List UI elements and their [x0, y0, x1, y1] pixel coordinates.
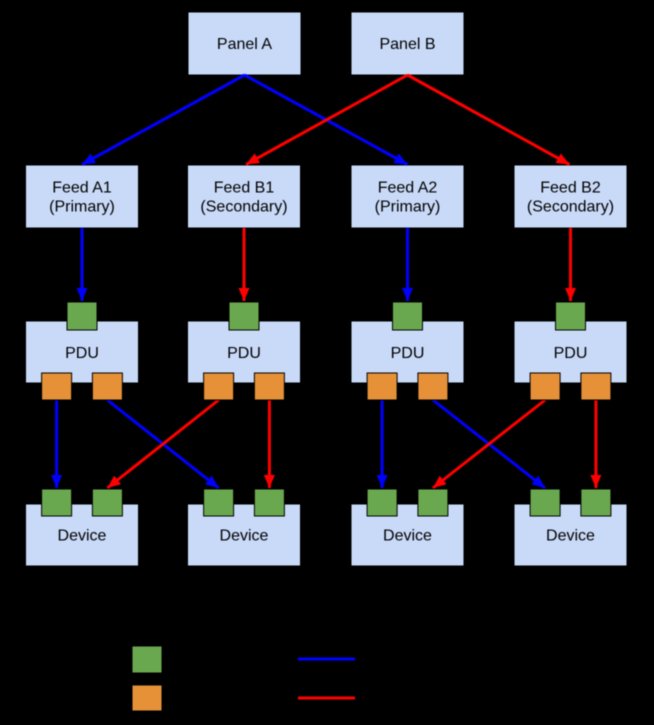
- svg-text:Panel B: Panel B: [379, 36, 435, 53]
- svg-text:PDU: PDU: [391, 345, 425, 362]
- svg-text:Panel A: Panel A: [217, 36, 272, 53]
- svg-text:Device: Device: [58, 528, 107, 545]
- svg-text:(Primary): (Primary): [375, 198, 441, 215]
- svg-text:(Primary): (Primary): [49, 198, 115, 215]
- svg-text:Feed B1: Feed B1: [214, 179, 275, 196]
- svg-text:PDU: PDU: [65, 345, 99, 362]
- svg-text:Device: Device: [546, 528, 595, 545]
- svg-text:Device: Device: [220, 528, 269, 545]
- svg-text:Device: Device: [383, 528, 432, 545]
- svg-text:PDU: PDU: [554, 345, 588, 362]
- svg-text:Feed A2: Feed A2: [378, 179, 438, 196]
- svg-text:PDU: PDU: [227, 345, 261, 362]
- svg-text:(Secondary): (Secondary): [200, 198, 287, 215]
- svg-text:Feed B2: Feed B2: [540, 179, 601, 196]
- svg-text:(Secondary): (Secondary): [527, 198, 614, 215]
- svg-text:Feed A1: Feed A1: [52, 179, 112, 196]
